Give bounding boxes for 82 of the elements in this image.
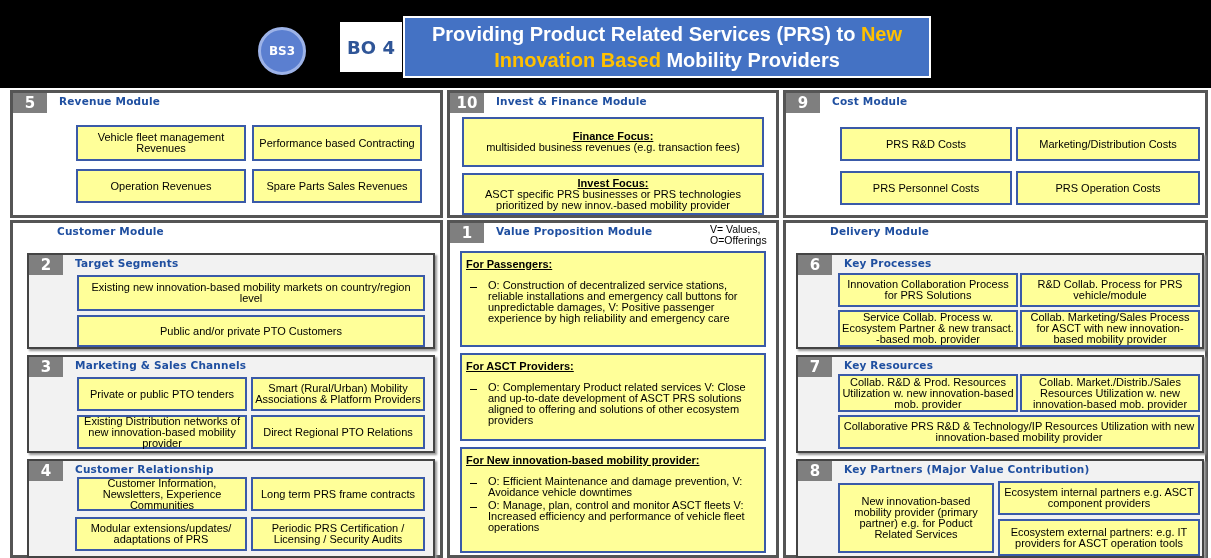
section-number: 9 [786, 93, 820, 113]
module-heading: Delivery Module [830, 225, 930, 237]
card-heading: For ASCT Providers: [466, 361, 574, 372]
item-card [462, 117, 764, 167]
item-card: Spare Parts Sales Revenues [252, 169, 422, 203]
section-number: 10 [450, 93, 484, 113]
item-card [460, 447, 766, 553]
item-card: New innovation-based mobility provider (primary partner) e.g. for Poduct Related Services [838, 483, 994, 553]
item-card: Collaborative PRS R&D & Technology/IP Resources Utilization with new innovation-based mobility provider [838, 415, 1200, 449]
section-panel [27, 459, 435, 558]
item-card: Service Collab. Process w. Ecosystem Partner & new transact. -based mob. provider [838, 310, 1018, 347]
item-card: PRS R&D Costs [840, 127, 1012, 161]
section-panel [796, 355, 1204, 453]
section-number: 1 [450, 223, 484, 243]
item-card: Innovation Collaboration Process for PRS Solutions [838, 273, 1018, 307]
section-heading: Value Proposition Module [496, 225, 653, 237]
item-card: Long term PRS frame contracts [251, 477, 425, 511]
item-card: Smart (Rural/Urban) Mobility Associations & Platform Providers [251, 377, 425, 411]
item-card: Direct Regional PTO Relations [251, 415, 425, 449]
module-panel [447, 90, 779, 218]
section-heading: Key Partners (Major Value Contribution) [844, 463, 1090, 475]
item-card: Ecosystem external partners: e.g. IT providers for ASCT operation tools [998, 519, 1200, 556]
section-number: 3 [29, 357, 63, 377]
section-heading: Customer Relationship [75, 463, 214, 475]
item-card: Modular extensions/updates/ adaptations of PRS [75, 517, 247, 551]
item-card: R&D Collab. Process for PRS vehicle/module [1020, 273, 1200, 307]
item-card [462, 173, 764, 215]
section-number: 2 [29, 255, 63, 275]
section-panel [27, 253, 435, 349]
bullet-item: O: Construction of decentralized service stations, reliable installations and emergency call buttons for unpredictable damages, V: Positive passenger experience by high reliability and emergency care [466, 280, 760, 324]
item-card: Vehicle fleet management Revenues [76, 125, 246, 161]
section-number: 6 [798, 255, 832, 275]
section-heading: Cost Module [832, 95, 908, 107]
section-number: 4 [29, 461, 63, 481]
item-card: Marketing/Distribution Costs [1016, 127, 1200, 161]
section-number: 8 [798, 461, 832, 481]
module-panel [10, 90, 443, 218]
item-card [460, 353, 766, 441]
item-card: Private or public PTO tenders [77, 377, 247, 411]
section-heading: Key Processes [844, 257, 932, 269]
bullet-item: O: Manage, plan, control and monitor ASCT fleets V: Increased efficiency and performance of vehicle fleet operations [466, 500, 760, 533]
card-text: ASCT specific PRS businesses or PRS technologies prioritized by new innov.-based mobility provider [484, 188, 742, 211]
item-card: Collab. Market./Distrib./Sales Resources Utilization w. new innovation-based mob. provider [1020, 374, 1200, 412]
item-card: Ecosystem internal partners e.g. ASCT component providers [998, 481, 1200, 515]
module-panel [783, 220, 1208, 558]
item-card [460, 251, 766, 347]
card-heading: For New innovation-based mobility provider: [466, 455, 700, 466]
card-text: multisided business revenues (e.g. transaction fees) [486, 142, 740, 153]
module-panel [10, 220, 443, 558]
section-number: 7 [798, 357, 832, 377]
bullet-item: O: Complementary Product related services V: Close and up-to-date development of ASCT PRS solutions aligned to offering and solutions of other ecosystem providers [466, 382, 760, 426]
item-card: Operation Revenues [76, 169, 246, 203]
section-panel [27, 355, 435, 453]
bullet-item: O: Efficient Maintenance and damage prevention, V: Avoidance vehicle downtimes [466, 476, 760, 498]
section-heading: Target Segments [75, 257, 179, 269]
card-heading: For Passengers: [466, 259, 553, 270]
module-panel [783, 90, 1208, 218]
item-card: PRS Personnel Costs [840, 171, 1012, 205]
section-heading: Invest & Finance Module [496, 95, 647, 107]
item-card: Existing new innovation-based mobility markets on country/region level [77, 275, 425, 311]
item-card: Collab. Marketing/Sales Process for ASCT with new innovation-based mobility provider [1020, 310, 1200, 347]
item-card: PRS Operation Costs [1016, 171, 1200, 205]
module-heading: Customer Module [57, 225, 164, 237]
section-heading: Revenue Module [59, 95, 161, 107]
item-card: Performance based Contracting [252, 125, 422, 161]
legend-note: V= Values, O=Offerings [710, 224, 768, 247]
title-banner: Providing Product Related Services (PRS) to New Innovation Based Mobility Providers [403, 16, 931, 78]
item-card: Public and/or private PTO Customers [77, 315, 425, 347]
section-panel [796, 459, 1204, 558]
card-heading: Finance Focus: [572, 131, 654, 142]
item-card: Periodic PRS Certification / Licensing / Security Audits [251, 517, 425, 551]
item-card: Collab. R&D & Prod. Resources Utilization w. new innovation-based mob. provider [838, 374, 1018, 412]
module-panel [447, 220, 779, 558]
item-card: Existing Distribution networks of new innovation-based mobility provider [77, 415, 247, 449]
section-panel [796, 253, 1204, 349]
section-heading: Marketing & Sales Channels [75, 359, 247, 371]
stage-circle: BS3 [258, 27, 306, 75]
section-heading: Key Resources [844, 359, 934, 371]
section-number: 5 [13, 93, 47, 113]
card-heading: Invest Focus: [577, 177, 649, 189]
item-card: Customer Information, Newsletters, Experience Communities [77, 477, 247, 511]
objective-tag: BO 4 [340, 22, 402, 72]
